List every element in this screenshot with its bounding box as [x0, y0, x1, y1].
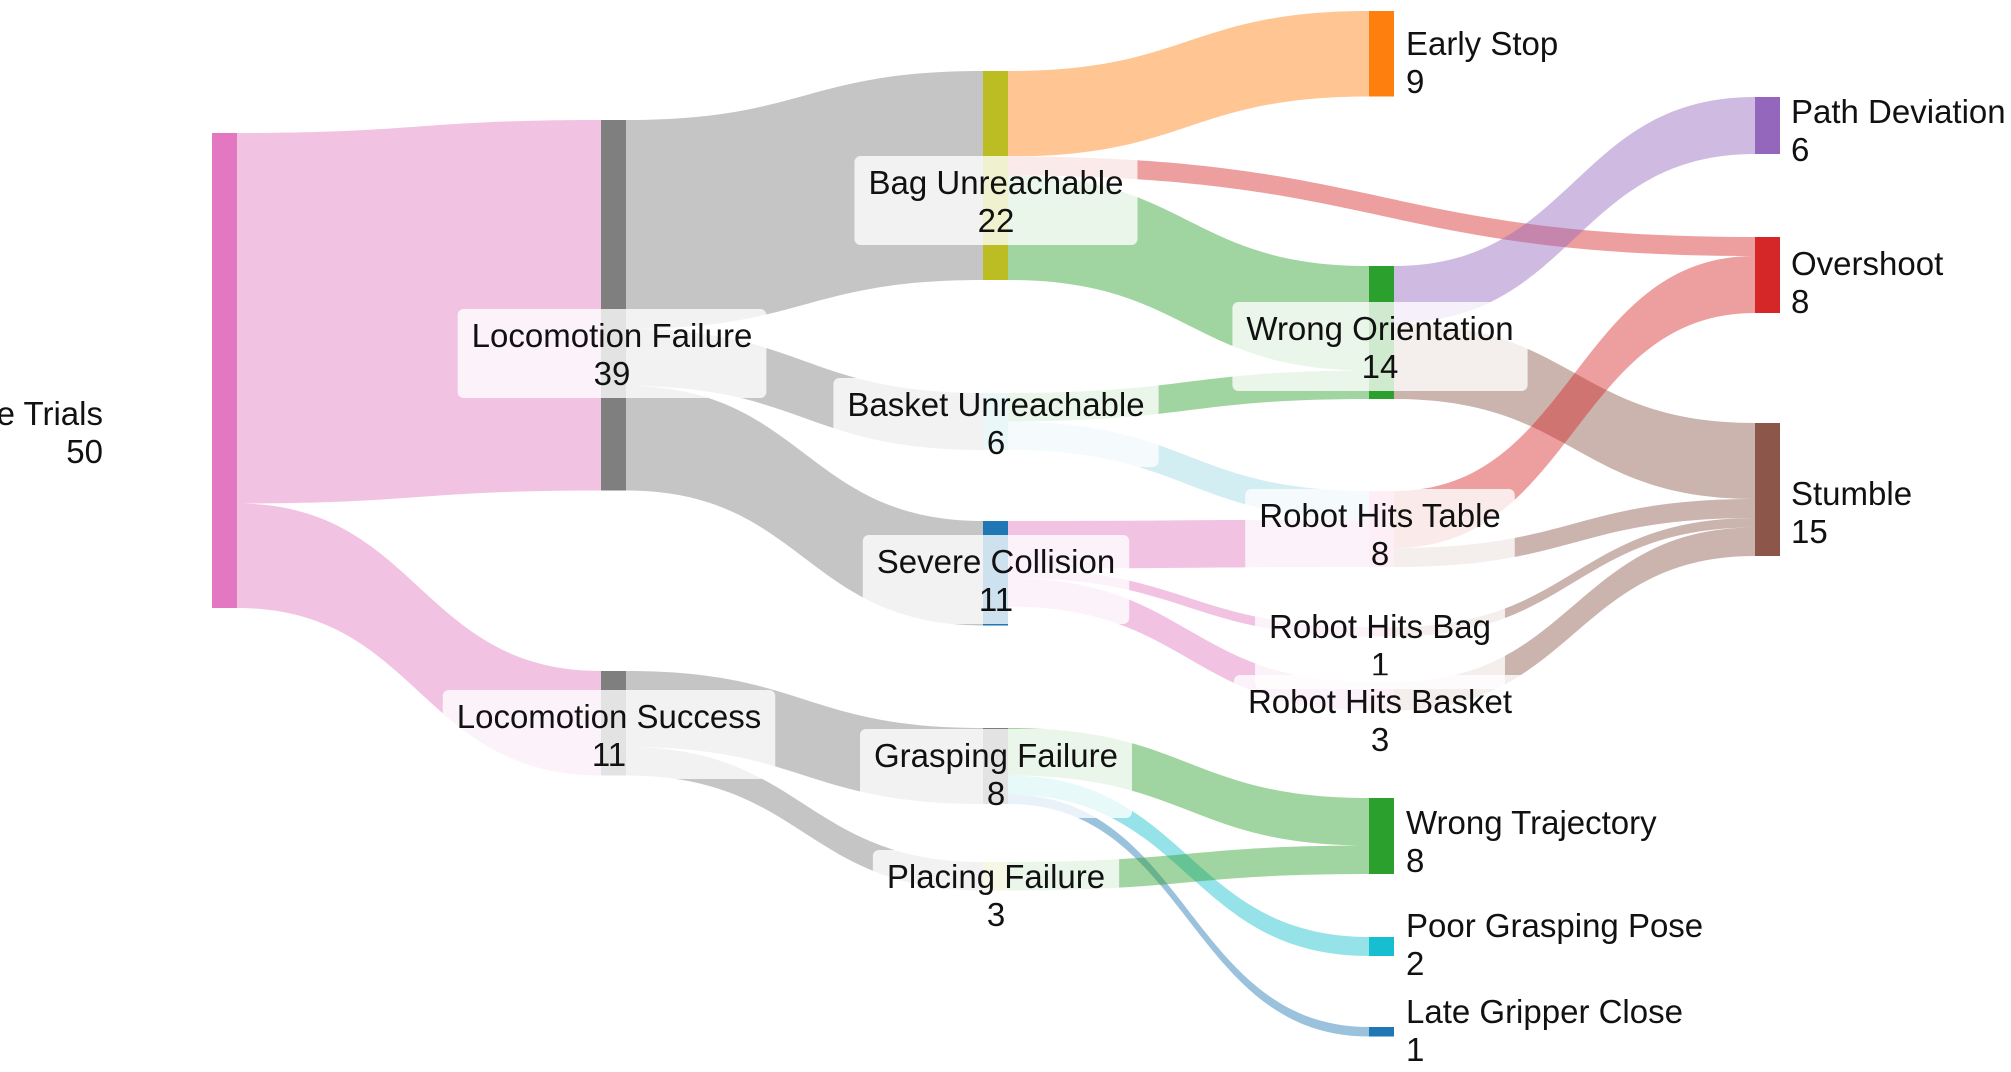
- node-overshoot: [1755, 237, 1780, 313]
- label-background: [872, 850, 1120, 939]
- link-bag_unreachable-to-early_stop: [1008, 11, 1369, 157]
- label-background: [1245, 489, 1515, 578]
- node-value-text: 6: [987, 424, 1005, 461]
- label-background: [457, 309, 767, 398]
- node-label-text: Path Deviation: [1791, 93, 2006, 130]
- node-label-text: Grasping Failure: [874, 737, 1118, 774]
- node-label-text: Locomotion Failure: [472, 317, 753, 354]
- link-robot_hits_table-to-overshoot: [1394, 256, 1755, 548]
- node-wrong_trajectory: [1369, 798, 1394, 874]
- node-label-text: Poor Grasping Pose: [1406, 907, 1703, 944]
- label-background: [442, 690, 776, 779]
- node-early_stop: [1369, 11, 1394, 97]
- node-label-text: Wrong Orientation: [1246, 310, 1513, 347]
- node-value-text: 14: [1362, 348, 1399, 385]
- node-poor_grasping_pose: [1369, 937, 1394, 956]
- label-background: [833, 378, 1159, 467]
- link-severe_collision-to-robot_hits_bag: [1008, 568, 1369, 637]
- node-value-text: 11: [979, 581, 1013, 618]
- node-label-text: Robot Hits Basket: [1248, 683, 1512, 720]
- node-label-text: Stumble: [1791, 475, 1912, 512]
- node-value-text: 39: [594, 355, 631, 392]
- node-stumble: [1755, 423, 1780, 556]
- node-label-text: Placing Failure: [887, 858, 1105, 895]
- node-late_gripper_close: [1369, 1027, 1394, 1037]
- label-background: [1233, 675, 1527, 764]
- node-label-text: Bag Unreachable: [868, 164, 1123, 201]
- label-background: [1232, 302, 1528, 391]
- node-label-text: Robot Hits Bag: [1269, 608, 1491, 645]
- node-label-text: Overshoot: [1791, 245, 1943, 282]
- node-locomotion_failure: [601, 120, 626, 491]
- label-background: [1255, 600, 1505, 689]
- node-label-text: Early Stop: [1406, 25, 1558, 62]
- node-value-text: 8: [1406, 842, 1424, 879]
- link-bag_unreachable-to-overshoot: [1008, 156, 1755, 256]
- label-background: [854, 156, 1138, 245]
- link-robot_hits_bag-to-stumble: [1394, 518, 1755, 637]
- node-value-text: 8: [987, 775, 1005, 812]
- node-label-text: Late Gripper Close: [1406, 993, 1683, 1030]
- node-value-text: 3: [987, 896, 1005, 933]
- link-grasping_failure-to-late_gripper_close: [1008, 794, 1369, 1037]
- node-label-text: Basket Unreachable: [847, 386, 1144, 423]
- node-label-text: Severe Collision: [877, 543, 1115, 580]
- node-value-text: 2: [1406, 945, 1424, 982]
- link-wrong_orientation-to-path_deviation: [1394, 97, 1755, 323]
- node-value-text: 22: [978, 202, 1015, 239]
- node-value-text: 11: [592, 736, 626, 773]
- node-value-text: 8: [1791, 283, 1809, 320]
- link-grasping_failure-to-poor_grasping_pose: [1008, 775, 1369, 956]
- node-value-text: 6: [1791, 131, 1809, 168]
- label-background: [860, 729, 1132, 818]
- link-locomotion_failure-to-bag_unreachable: [626, 71, 983, 329]
- node-value-text: 1: [1406, 1031, 1424, 1068]
- node-label-text: Failure Trials: [0, 395, 103, 432]
- link-robot_hits_basket-to-stumble: [1394, 527, 1755, 711]
- label-background: [862, 535, 1130, 624]
- node-label-text: Robot Hits Table: [1259, 497, 1501, 534]
- node-failure_trials: [212, 133, 237, 608]
- node-value-text: 1: [1371, 646, 1389, 683]
- node-label-text: Wrong Trajectory: [1406, 804, 1657, 841]
- node-value-text: 15: [1791, 513, 1828, 550]
- link-failure_trials-to-locomotion_failure: [237, 120, 601, 504]
- node-value-text: 50: [66, 433, 103, 470]
- node-value-text: 3: [1371, 721, 1389, 758]
- node-value-text: 8: [1371, 535, 1389, 572]
- node-path_deviation: [1755, 97, 1780, 154]
- node-value-text: 9: [1406, 63, 1424, 100]
- node-label-text: Locomotion Success: [457, 698, 762, 735]
